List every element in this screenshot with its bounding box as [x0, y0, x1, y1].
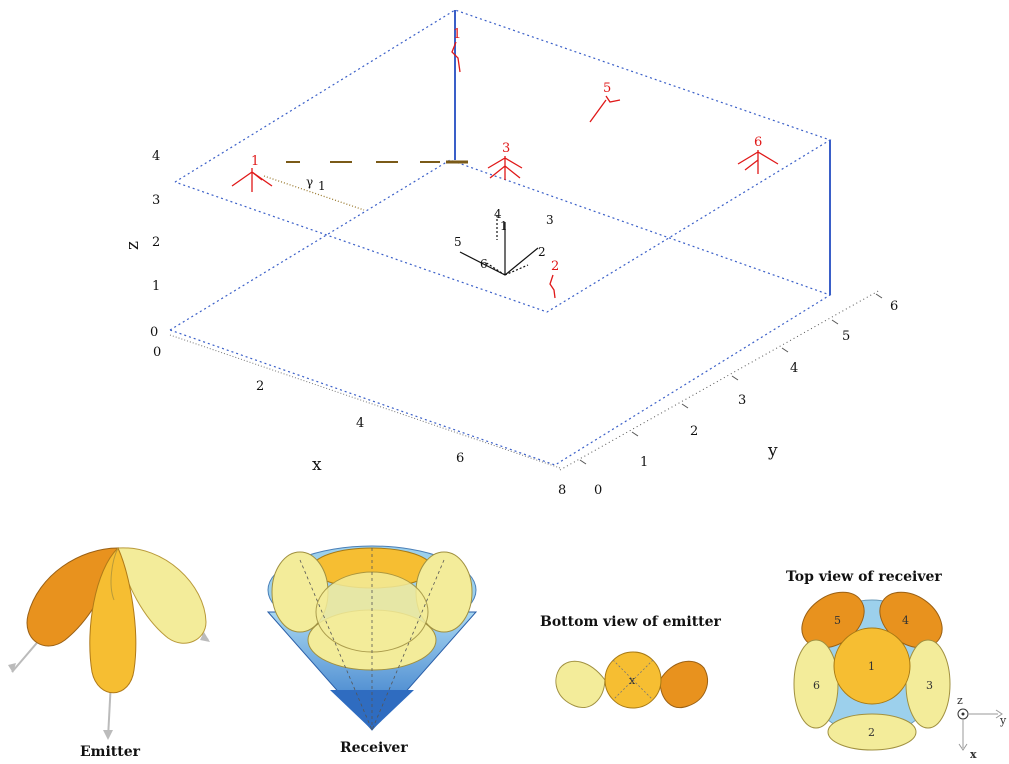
- node-label: 1: [251, 154, 259, 169]
- y-tick: 1: [640, 455, 648, 470]
- x-axis-ticks: 0 2 4 6 8 x: [153, 345, 566, 498]
- receiver-illustration: Receiver: [266, 545, 478, 756]
- top-view-num: 1: [868, 660, 875, 673]
- beam-label: 5: [454, 235, 462, 249]
- y-tick: 3: [738, 393, 746, 408]
- top-view-num: 6: [813, 679, 820, 692]
- x-tick: 2: [256, 379, 264, 394]
- y-tick: 2: [690, 424, 698, 439]
- beam-label: 6: [480, 257, 488, 271]
- coord-label-y: y: [999, 714, 1007, 727]
- ceiling-node-top: 1: [451, 27, 461, 73]
- room-box: [169, 9, 881, 471]
- room-floor-edge: [169, 159, 832, 466]
- z-tick: 2: [152, 235, 160, 250]
- ceiling-node-5: 5: [589, 81, 621, 123]
- emitter-illustration: Emitter: [8, 547, 210, 760]
- origin-beam-labels: 4 1 3 5 6 2: [454, 207, 554, 271]
- ceiling-node-6: 6: [737, 135, 779, 174]
- z-axis-ticks: 0 1 2 3 4 z: [123, 149, 160, 340]
- floor-node-2: 2: [549, 259, 559, 299]
- bottom-view-emitter: Bottom view of emitter x: [540, 614, 722, 709]
- x-axis-label: x: [312, 455, 322, 475]
- beam-label: 4: [494, 207, 502, 221]
- y-axis-ticks: 0 1 2 3 4 5 6 y: [594, 299, 898, 498]
- node-label: 6: [754, 135, 762, 150]
- top-view-receiver: Top view of receiver 1 2 3 4 5 6: [786, 569, 951, 751]
- z-axis-label: z: [123, 241, 143, 250]
- top-view-title: Top view of receiver: [786, 569, 942, 585]
- y-tick: 0: [594, 483, 602, 498]
- emitter-caption: Emitter: [80, 744, 141, 760]
- bottom-view-title: Bottom view of emitter: [540, 614, 722, 630]
- x-tick: 8: [558, 483, 566, 498]
- origin-beams: [459, 215, 539, 276]
- beam-label: 1: [500, 219, 508, 233]
- node-label: 5: [603, 81, 611, 96]
- coordinate-axes-icon: z y x: [957, 694, 1007, 761]
- y-tick-marks: [579, 293, 883, 465]
- ceiling-node-1: 1: [231, 154, 273, 192]
- z-tick: 3: [152, 193, 160, 208]
- x-axis-line: [169, 334, 561, 469]
- bottom-view-center-label: x: [629, 674, 636, 687]
- y-tick: 4: [790, 361, 798, 376]
- top-view-num: 3: [926, 679, 933, 692]
- z-tick: 0: [150, 325, 158, 340]
- z-tick: 1: [152, 279, 160, 294]
- gamma-subscript: 1: [318, 179, 326, 193]
- y-axis-line: [559, 289, 881, 471]
- beam-label: 2: [538, 245, 546, 259]
- y-tick: 6: [890, 299, 898, 314]
- node-label: 2: [551, 259, 559, 274]
- x-tick: 4: [356, 416, 364, 431]
- y-axis-label: y: [767, 441, 778, 461]
- top-view-num: 2: [868, 726, 875, 739]
- node-label: 3: [502, 141, 510, 156]
- y-tick: 5: [842, 329, 850, 344]
- gamma-label: γ: [306, 175, 313, 189]
- z-tick: 4: [152, 149, 160, 164]
- coord-label-z: z: [957, 694, 963, 707]
- ceiling-node-3: 3: [487, 141, 523, 180]
- coord-label-x: x: [970, 748, 977, 761]
- receiver-caption: Receiver: [340, 740, 408, 756]
- node-label: 1: [453, 27, 461, 42]
- top-view-num: 5: [834, 614, 841, 627]
- beam-label: 3: [546, 213, 554, 227]
- x-tick: 0: [153, 345, 161, 360]
- x-tick: 6: [456, 451, 464, 466]
- gamma-link: γ 1: [263, 160, 468, 211]
- top-view-num: 4: [902, 614, 909, 627]
